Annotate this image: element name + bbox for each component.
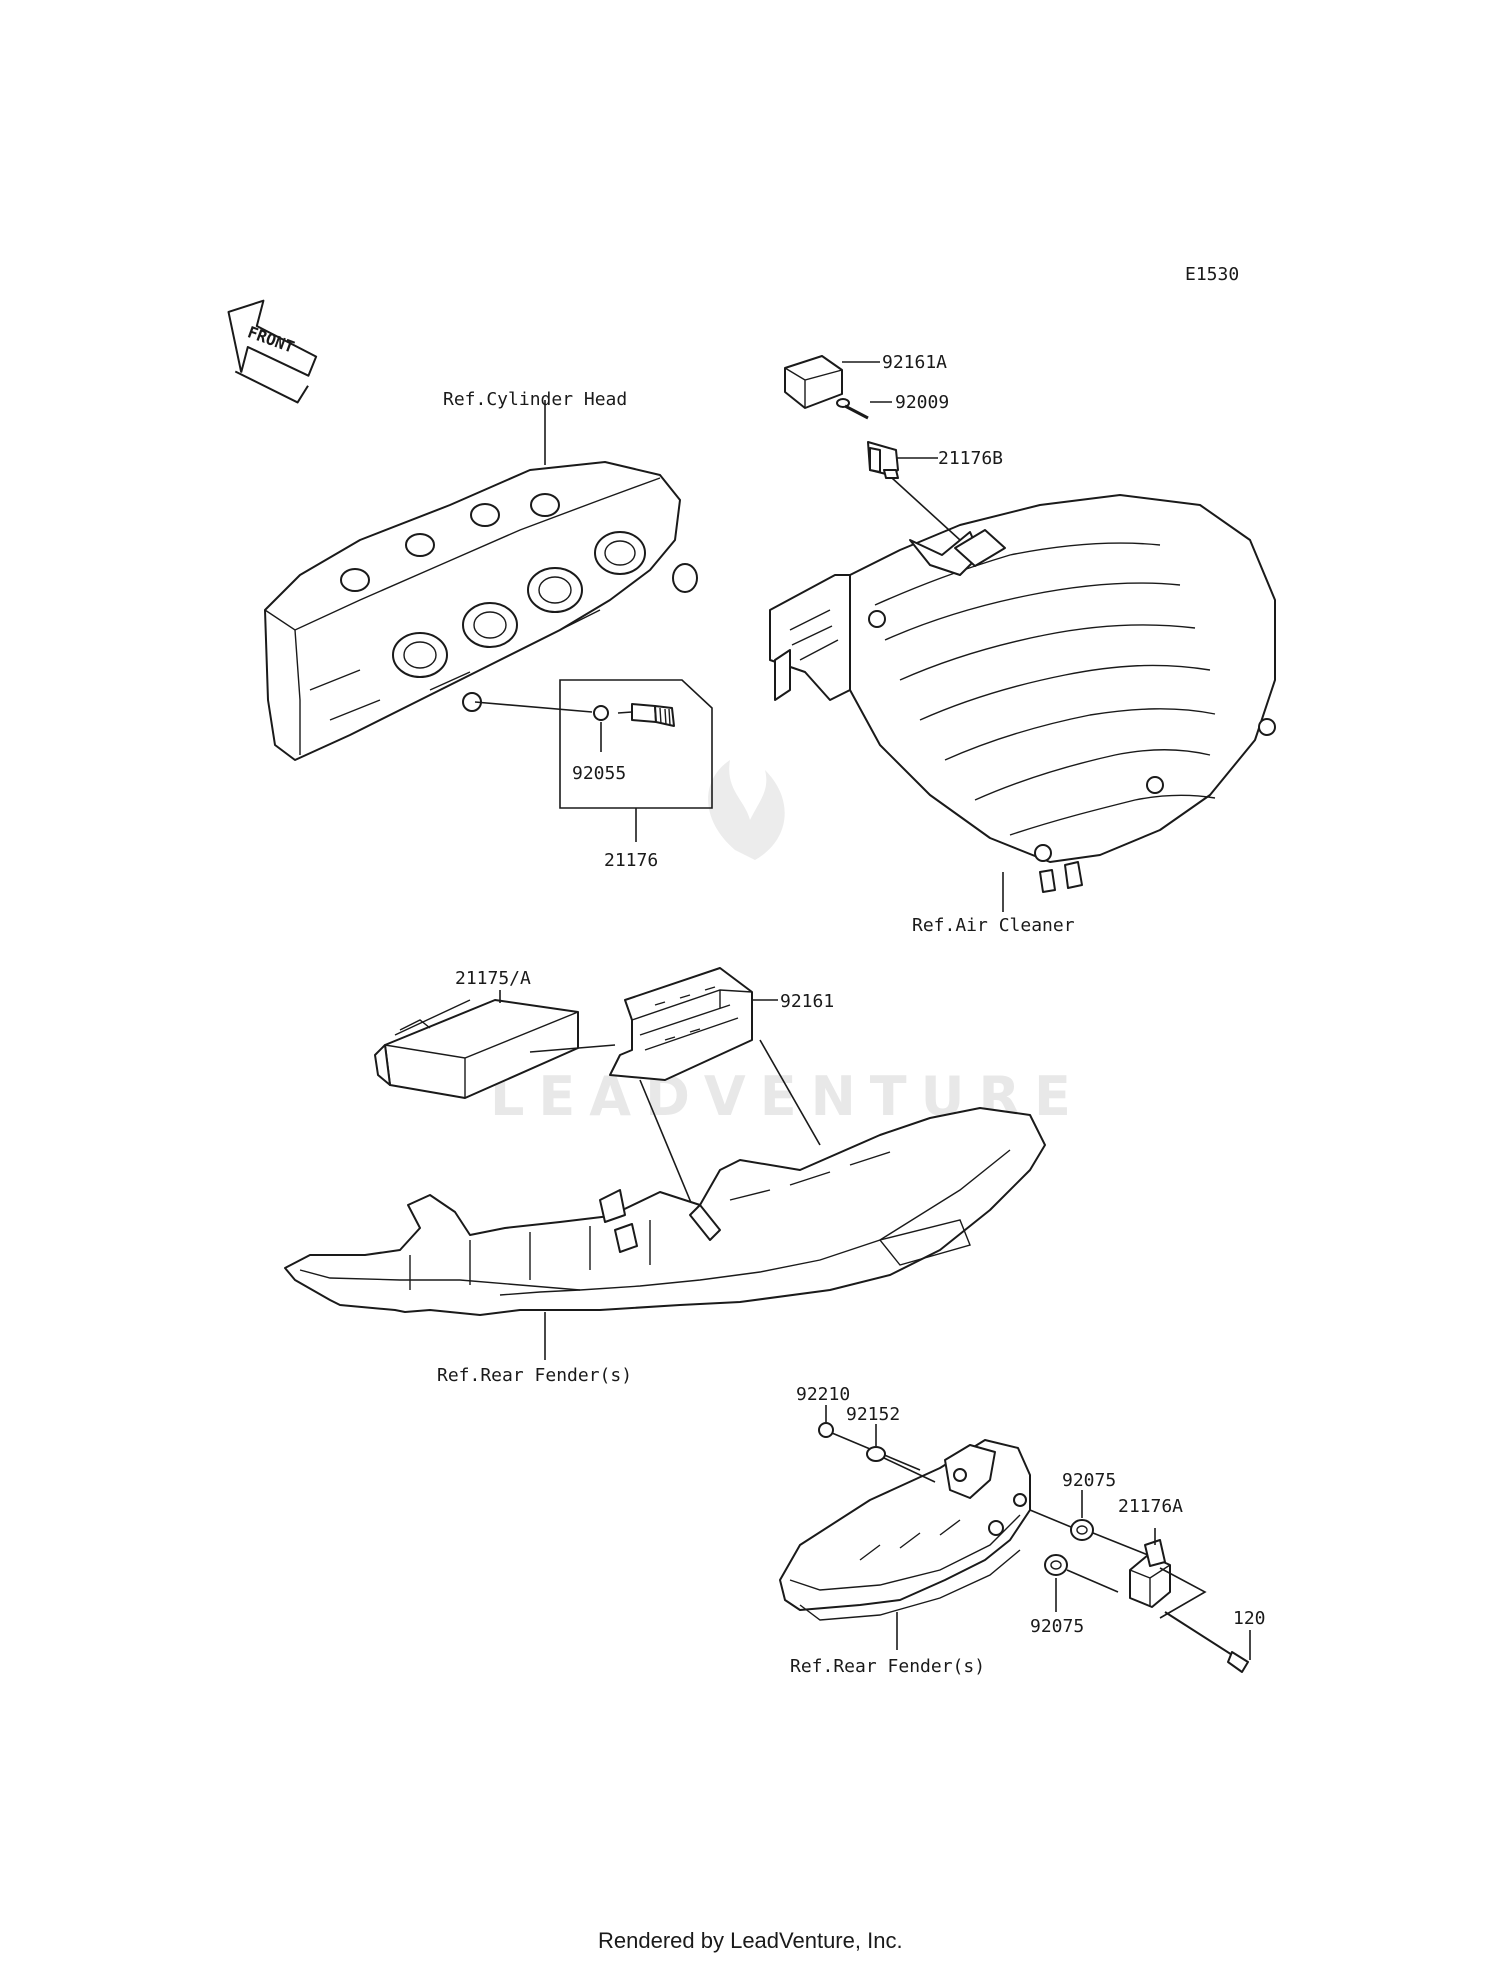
footer-credit: Rendered by LeadVenture, Inc. bbox=[598, 1928, 903, 1953]
diagram-code: E1530 bbox=[1185, 264, 1239, 285]
part-92161A-label: 92161A bbox=[882, 352, 947, 373]
damper-92075-upper bbox=[1029, 1509, 1149, 1556]
rear-fender-bracket bbox=[779, 1439, 1031, 1621]
part-92009-label: 92009 bbox=[895, 392, 949, 413]
sensor-21176B bbox=[867, 441, 899, 479]
ref-rear-fender-label-2: Ref.Rear Fender(s) bbox=[790, 1656, 985, 1677]
part-21176B-label: 21176B bbox=[938, 448, 1003, 469]
part-92152-label: 92152 bbox=[846, 1404, 900, 1425]
screw-92009 bbox=[836, 398, 869, 420]
sensor-21176 bbox=[617, 703, 675, 727]
ref-rear-fender-label-1: Ref.Rear Fender(s) bbox=[437, 1365, 632, 1386]
ref-air-cleaner-label: Ref.Air Cleaner bbox=[912, 915, 1075, 936]
sensor-21176-group: 92055 21176 bbox=[559, 679, 713, 871]
part-21176-label: 21176 bbox=[604, 850, 658, 871]
part-92075-lower-label: 92075 bbox=[1030, 1616, 1084, 1637]
damper-92075-lower bbox=[1044, 1554, 1119, 1593]
part-92055-label: 92055 bbox=[572, 763, 626, 784]
front-arrow-icon: FRONT bbox=[227, 299, 318, 404]
part-92210-label: 92210 bbox=[796, 1384, 850, 1405]
o-ring-92055 bbox=[593, 705, 609, 721]
rear-fender-main bbox=[284, 1107, 1046, 1316]
part-92161-label: 92161 bbox=[780, 991, 834, 1012]
part-120-label: 120 bbox=[1233, 1608, 1266, 1629]
collar-92152 bbox=[866, 1446, 936, 1483]
bolt-120 bbox=[1164, 1611, 1249, 1673]
rubber-92161A bbox=[784, 355, 843, 409]
holder-92161 bbox=[609, 967, 753, 1081]
cylinder-head bbox=[264, 461, 698, 761]
part-21175A-label: 21175/A bbox=[455, 968, 531, 989]
nut-92210 bbox=[818, 1422, 921, 1471]
part-92075-upper-label: 92075 bbox=[1062, 1470, 1116, 1491]
part-21176A-label: 21176A bbox=[1118, 1496, 1183, 1517]
air-cleaner bbox=[769, 494, 1276, 893]
ref-cylinder-head-label: Ref.Cylinder Head bbox=[443, 389, 627, 410]
